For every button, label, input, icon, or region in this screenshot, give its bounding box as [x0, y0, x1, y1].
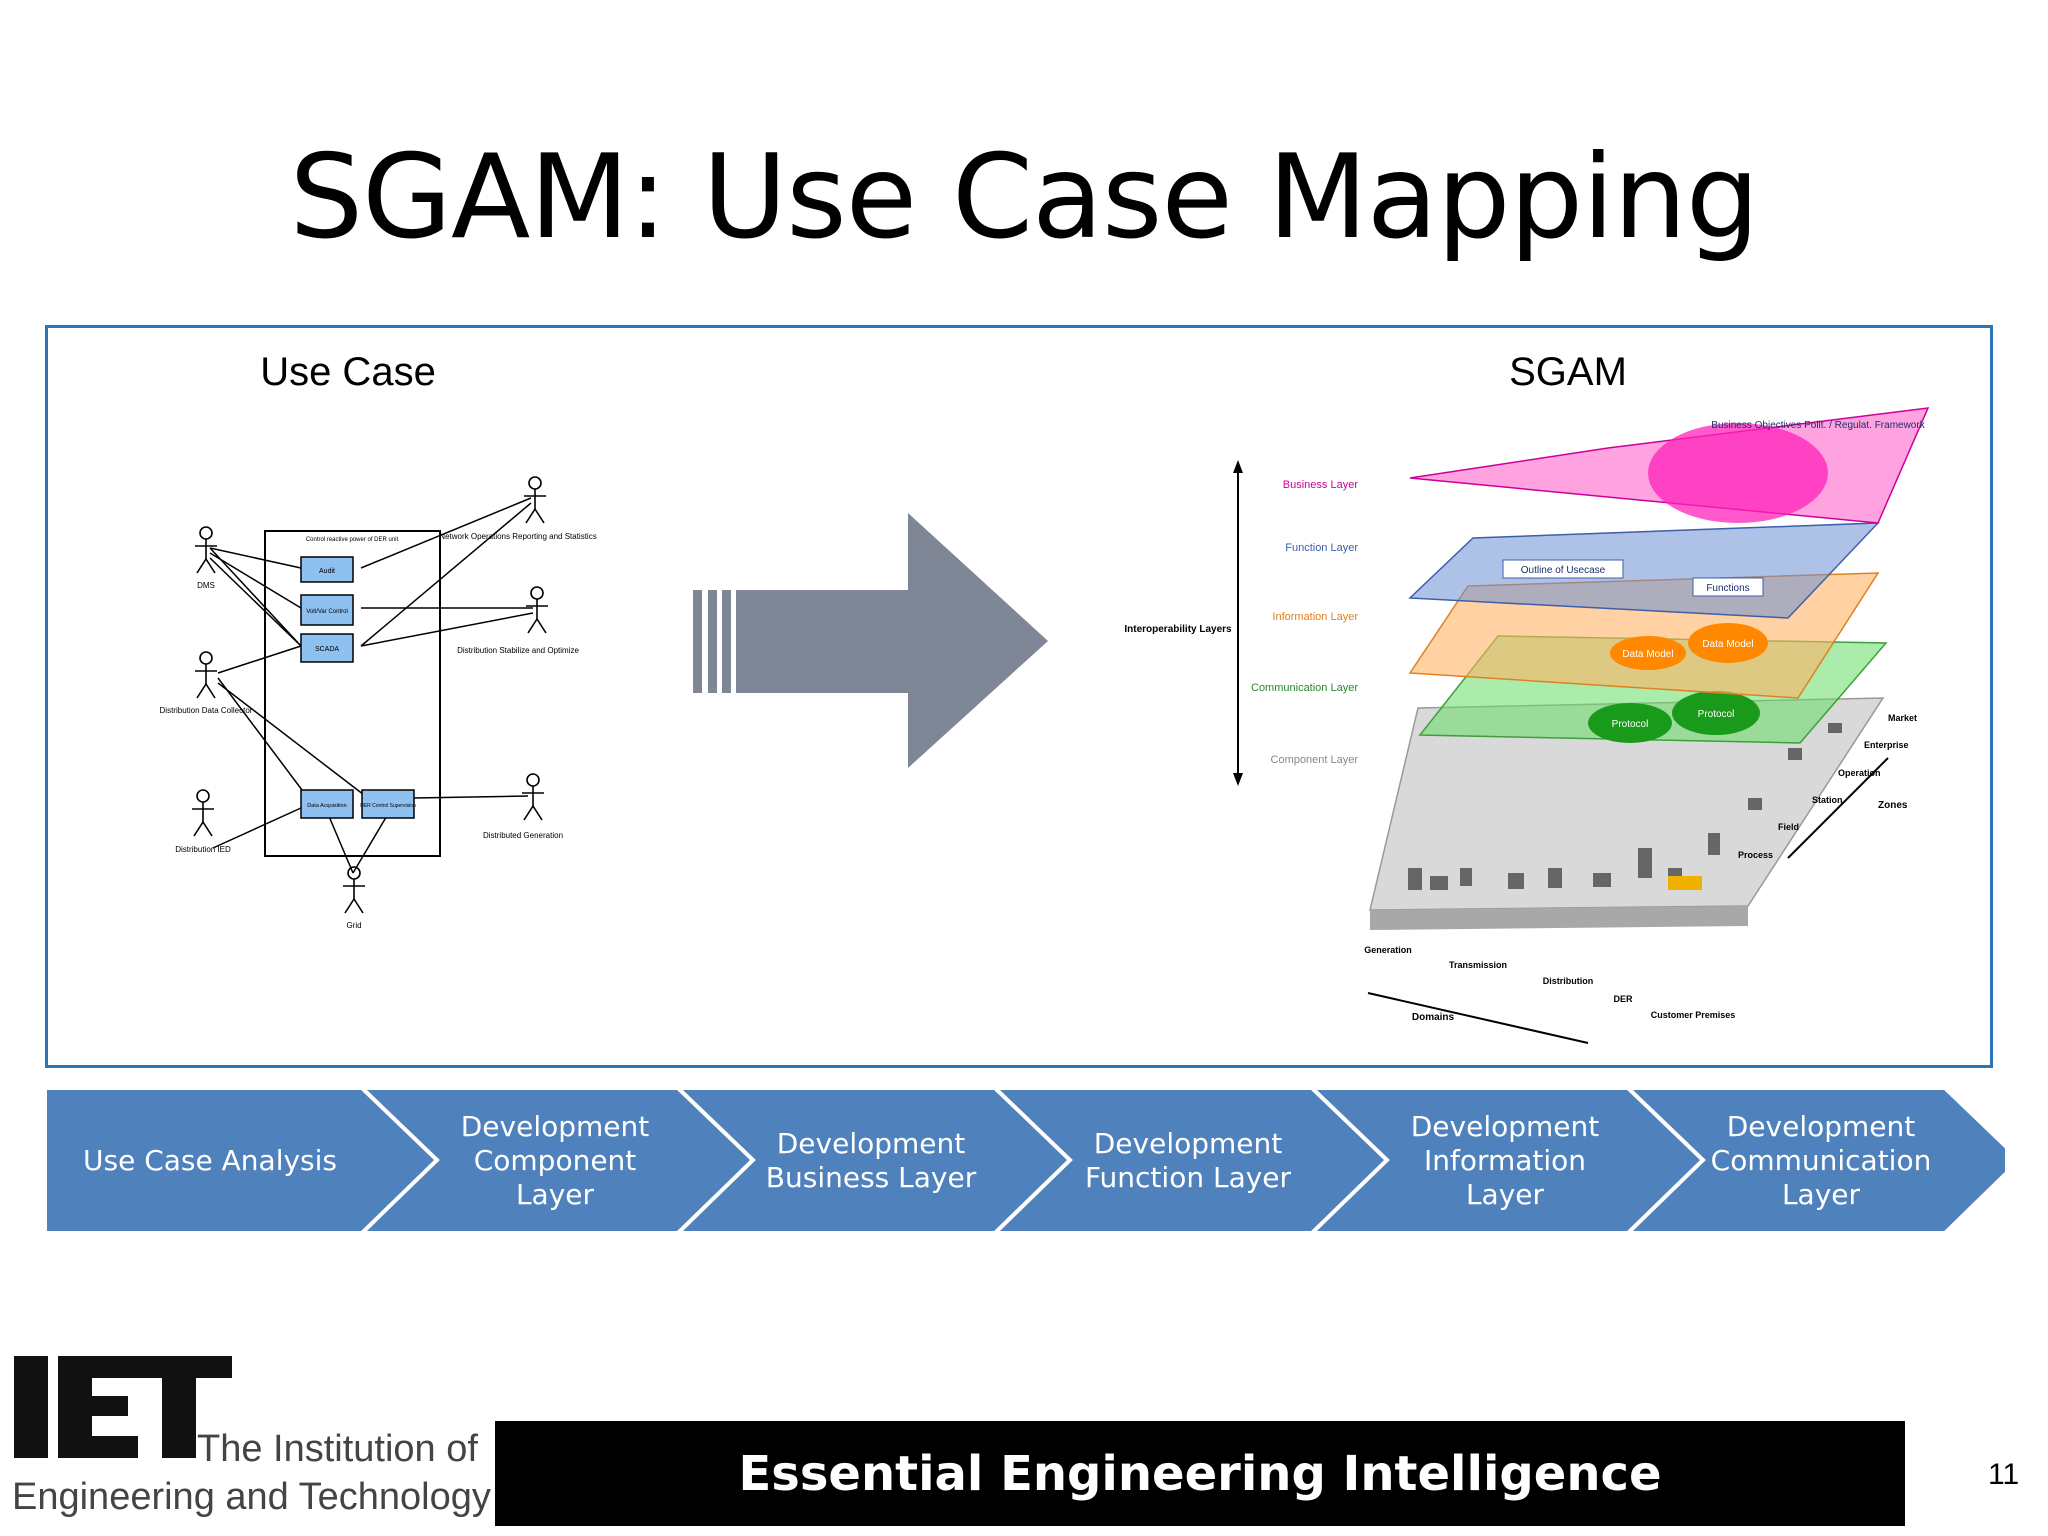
zone-operation: Operation [1838, 768, 1881, 778]
actor-distribution-ied-label: Distribution IED [175, 845, 231, 854]
use-case-scada: SCADA [300, 633, 354, 663]
business-layer-label: Business Layer [1283, 479, 1359, 491]
mapping-arrow [693, 513, 1048, 768]
actor-network-ops-label: Network Operations Reporting and Statist… [439, 532, 596, 541]
sgam-model: Protocol Protocol Data Model Data Model … [1124, 407, 1930, 1044]
information-layer-label: Information Layer [1272, 611, 1358, 623]
iet-mark-icon [14, 1356, 232, 1458]
sgam-heading: SGAM [1509, 350, 1627, 394]
domains-axis [1367, 992, 1589, 1044]
use-case-to-sgam-figure: Use Case SGAM Control reactive power of … [160, 350, 1930, 1044]
actor-data-collector-icon [195, 651, 217, 699]
slide-title: SGAM: Use Case Mapping [289, 130, 1759, 265]
svg-text:Protocol: Protocol [1612, 719, 1649, 730]
step-5-label: Development Information Layer [1410, 1109, 1600, 1211]
business-plane: Business Objectives Polit. / Regulat. Fr… [1409, 407, 1930, 524]
svg-text:Business Objectives Polit. / R: Business Objectives Polit. / Regulat. Fr… [1711, 420, 1925, 431]
use-case-diagram: Control reactive power of DER unit [160, 476, 597, 930]
domain-generation: Generation [1364, 945, 1412, 955]
actor-distributed-generation-icon [522, 773, 544, 821]
step-3-label: Development Business Layer [765, 1126, 977, 1194]
use-case-der-control: DER Control Supervision [360, 789, 416, 819]
svg-text:Protocol: Protocol [1698, 709, 1735, 720]
actor-distribution-stabilize-label: Distribution Stabilize and Optimize [457, 646, 579, 655]
zones-axis [1787, 757, 1889, 859]
domain-customer-premises: Customer Premises [1651, 1010, 1736, 1020]
page-number: 11 [1988, 1458, 2020, 1491]
function-plane: Outline of Usecase Functions [1408, 522, 1880, 619]
svg-text:Data Acquisition: Data Acquisition [307, 803, 346, 809]
step-4-label: Development Function Layer [1084, 1126, 1292, 1194]
actor-dms-icon [195, 526, 217, 574]
domains-label: Domains [1412, 1012, 1455, 1023]
use-case-data-acquisition: Data Acquisition [300, 789, 354, 819]
use-case-volt-var: Volt/Var Control [300, 594, 354, 626]
process-steps: Use Case Analysis Development Component … [43, 1086, 2023, 1238]
iet-name-line1: The Institution of [197, 1428, 478, 1470]
zone-station: Station [1812, 795, 1843, 805]
zones-label: Zones [1878, 800, 1908, 811]
communication-layer-label: Communication Layer [1251, 682, 1358, 694]
svg-text:Volt/Var Control: Volt/Var Control [306, 609, 348, 615]
domain-distribution: Distribution [1543, 976, 1594, 986]
figure-frame: Use Case SGAM Control reactive power of … [45, 325, 1993, 1068]
iet-name-line2: Engineering and Technology [12, 1476, 491, 1518]
actor-figures [192, 476, 548, 914]
association-lines [209, 497, 534, 874]
zone-process: Process [1738, 850, 1773, 860]
actor-network-ops-icon [524, 476, 546, 524]
svg-text:DER Control Supervision: DER Control Supervision [360, 803, 416, 809]
use-case-audit: Audit [300, 556, 354, 583]
svg-text:Outline of Usecase: Outline of Usecase [1521, 565, 1606, 576]
domain-transmission: Transmission [1449, 960, 1507, 970]
svg-text:Functions: Functions [1706, 583, 1749, 594]
function-layer-label: Function Layer [1285, 542, 1358, 554]
actor-distribution-stabilize-icon [526, 586, 548, 634]
component-layer-label: Component Layer [1271, 754, 1359, 766]
zone-field: Field [1778, 822, 1799, 832]
footer-tagline: Essential Engineering Intelligence [495, 1421, 1905, 1526]
step-2-label: Development Component Layer [460, 1109, 650, 1211]
use-case-heading: Use Case [260, 350, 436, 394]
step-1-label: Use Case Analysis [83, 1143, 337, 1177]
actor-data-collector-label: Distribution Data Collector [160, 706, 253, 715]
actor-distributed-generation-label: Distributed Generation [483, 831, 563, 840]
step-6-label: Development Communication Layer [1710, 1109, 1932, 1211]
svg-text:Audit: Audit [319, 568, 335, 575]
zone-enterprise: Enterprise [1864, 740, 1909, 750]
process-chevrons [43, 1086, 2023, 1235]
actor-distribution-ied-icon [192, 789, 214, 837]
svg-text:SCADA: SCADA [315, 646, 339, 653]
actor-grid-label: Grid [346, 921, 361, 930]
actor-grid-icon [343, 866, 365, 914]
interoperability-label: Interoperability Layers [1124, 624, 1232, 635]
domain-der: DER [1613, 994, 1633, 1004]
actor-dms-label: DMS [197, 581, 215, 590]
component-plane [1369, 697, 1885, 930]
iet-logo [12, 1350, 482, 1530]
zone-market: Market [1888, 713, 1917, 723]
svg-text:Data Model: Data Model [1702, 639, 1753, 650]
svg-text:Data Model: Data Model [1622, 649, 1673, 660]
system-boundary-label: Control reactive power of DER unit [306, 537, 399, 543]
